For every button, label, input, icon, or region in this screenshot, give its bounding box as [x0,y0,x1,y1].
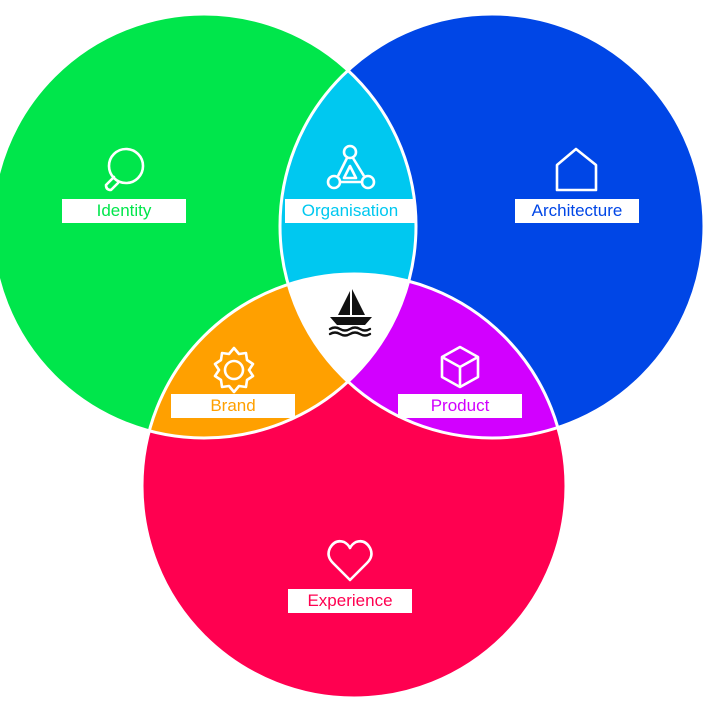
cube-icon [440,345,480,389]
identity-label: Identity [62,199,186,223]
network-icon [326,144,376,190]
sun-badge-icon [213,346,255,394]
sailboat-icon [328,289,372,337]
experience-label: Experience [288,589,412,613]
organisation-label: Organisation [285,199,415,223]
brand-label: Brand [171,394,295,418]
architecture-label: Architecture [515,199,639,223]
circle-outlines [0,12,703,700]
product-label: Product [398,394,522,418]
speech-bubble-icon [104,147,145,192]
house-icon [555,147,598,192]
heart-icon [327,539,373,582]
